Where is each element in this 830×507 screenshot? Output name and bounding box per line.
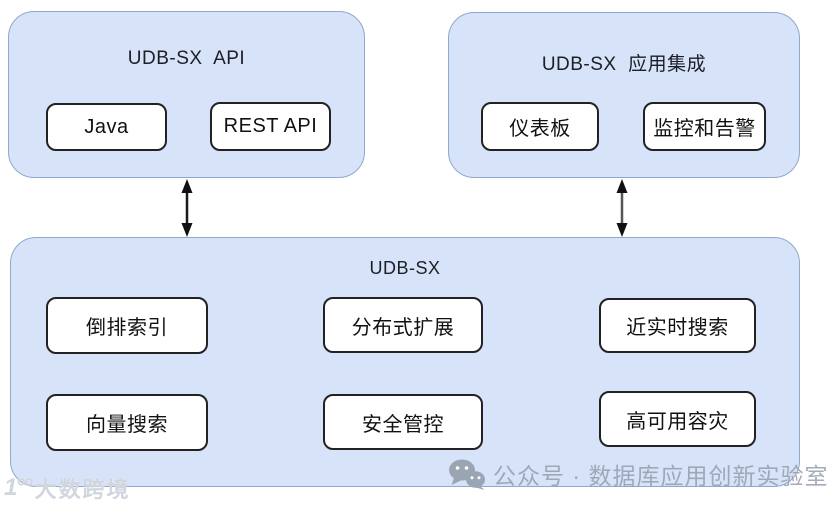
node-distributed-scaling: 分布式扩展 [323,297,483,353]
group-udbsx-core-title: UDB-SX [369,258,441,278]
right-double-arrow-icon [616,179,628,237]
wechat-watermark: 公众号 · 数据库应用创新实验室 [448,457,828,491]
group-udbsx-app-integration-title: UDB-SX 应用集成 [541,54,707,75]
corner-watermark: 1°° 大数跨境 [4,472,131,504]
corner-watermark-label: 大数跨境 [34,477,131,502]
node-java: Java [46,103,167,151]
wechat-icon [449,459,485,490]
group-udbsx-api-title: UDB-SX API [127,48,246,69]
group-udbsx-api: UDB-SX API Java REST API [8,11,365,178]
node-rest-api: REST API [210,102,331,151]
node-security-control: 安全管控 [323,394,483,450]
left-double-arrow-icon [181,179,193,237]
group-udbsx-core: UDB-SX 倒排索引 分布式扩展 近实时搜索 向量搜索 安全管控 高可用容灾 [10,237,800,487]
node-monitoring-alerting: 监控和告警 [643,102,766,151]
corner-watermark-logo: 1°° [4,474,33,501]
wechat-watermark-label: 公众号 · 数据库应用创新实验室 [493,463,829,489]
node-inverted-index: 倒排索引 [46,297,208,354]
node-high-availability-dr: 高可用容灾 [599,391,756,447]
node-near-realtime-search: 近实时搜索 [599,298,756,353]
group-udbsx-app-integration: UDB-SX 应用集成 仪表板 监控和告警 [448,12,800,178]
node-vector-search: 向量搜索 [46,394,208,451]
node-dashboard: 仪表板 [481,102,599,151]
